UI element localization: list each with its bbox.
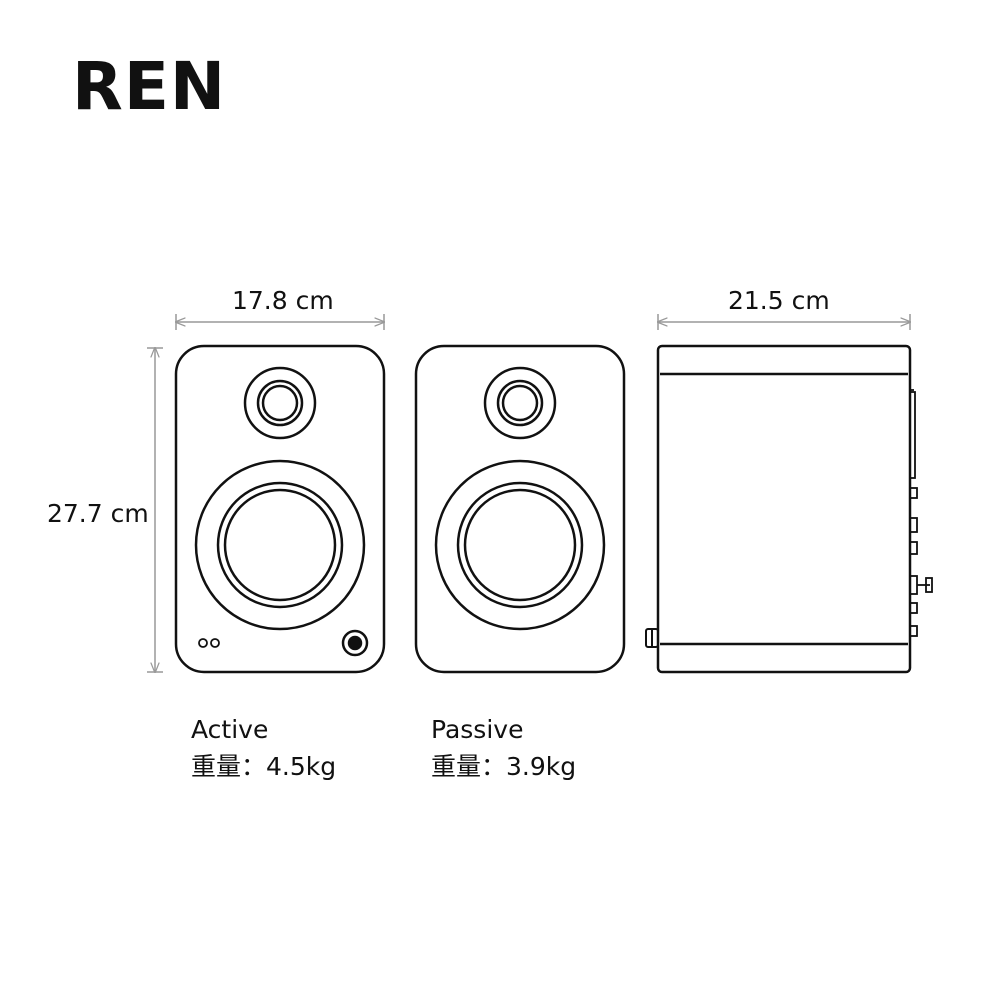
- height-label: 27.7 cm: [47, 499, 149, 528]
- passive-speaker-front: [414, 344, 626, 674]
- rear-connectors-icon: [909, 389, 933, 637]
- tweeter-icon: [483, 366, 557, 440]
- led-indicators-icon: [198, 638, 220, 648]
- active-speaker-weight: 重量：4.5kg: [191, 752, 337, 781]
- passive-speaker-name: Passive: [431, 715, 524, 744]
- tweeter-icon: [243, 366, 317, 440]
- side-depth-dimension-line: [658, 314, 910, 330]
- passive-speaker-caption: Passive 重量：3.9kg: [431, 711, 576, 785]
- active-speaker-caption: Active 重量：4.5kg: [191, 711, 336, 785]
- front-knob-profile-icon: [645, 628, 659, 648]
- side-depth-label: 21.5 cm: [728, 286, 830, 315]
- active-speaker-front: [174, 344, 386, 674]
- product-title: REN: [72, 48, 227, 125]
- woofer-icon: [194, 459, 366, 631]
- volume-knob-icon: [341, 629, 369, 657]
- speaker-side-view: [645, 344, 933, 674]
- height-dimension-line: [147, 348, 163, 672]
- active-speaker-name: Active: [191, 715, 269, 744]
- front-width-label: 17.8 cm: [232, 286, 334, 315]
- front-width-dimension-line: [176, 314, 384, 330]
- woofer-icon: [434, 459, 606, 631]
- passive-speaker-weight: 重量：3.9kg: [431, 752, 577, 781]
